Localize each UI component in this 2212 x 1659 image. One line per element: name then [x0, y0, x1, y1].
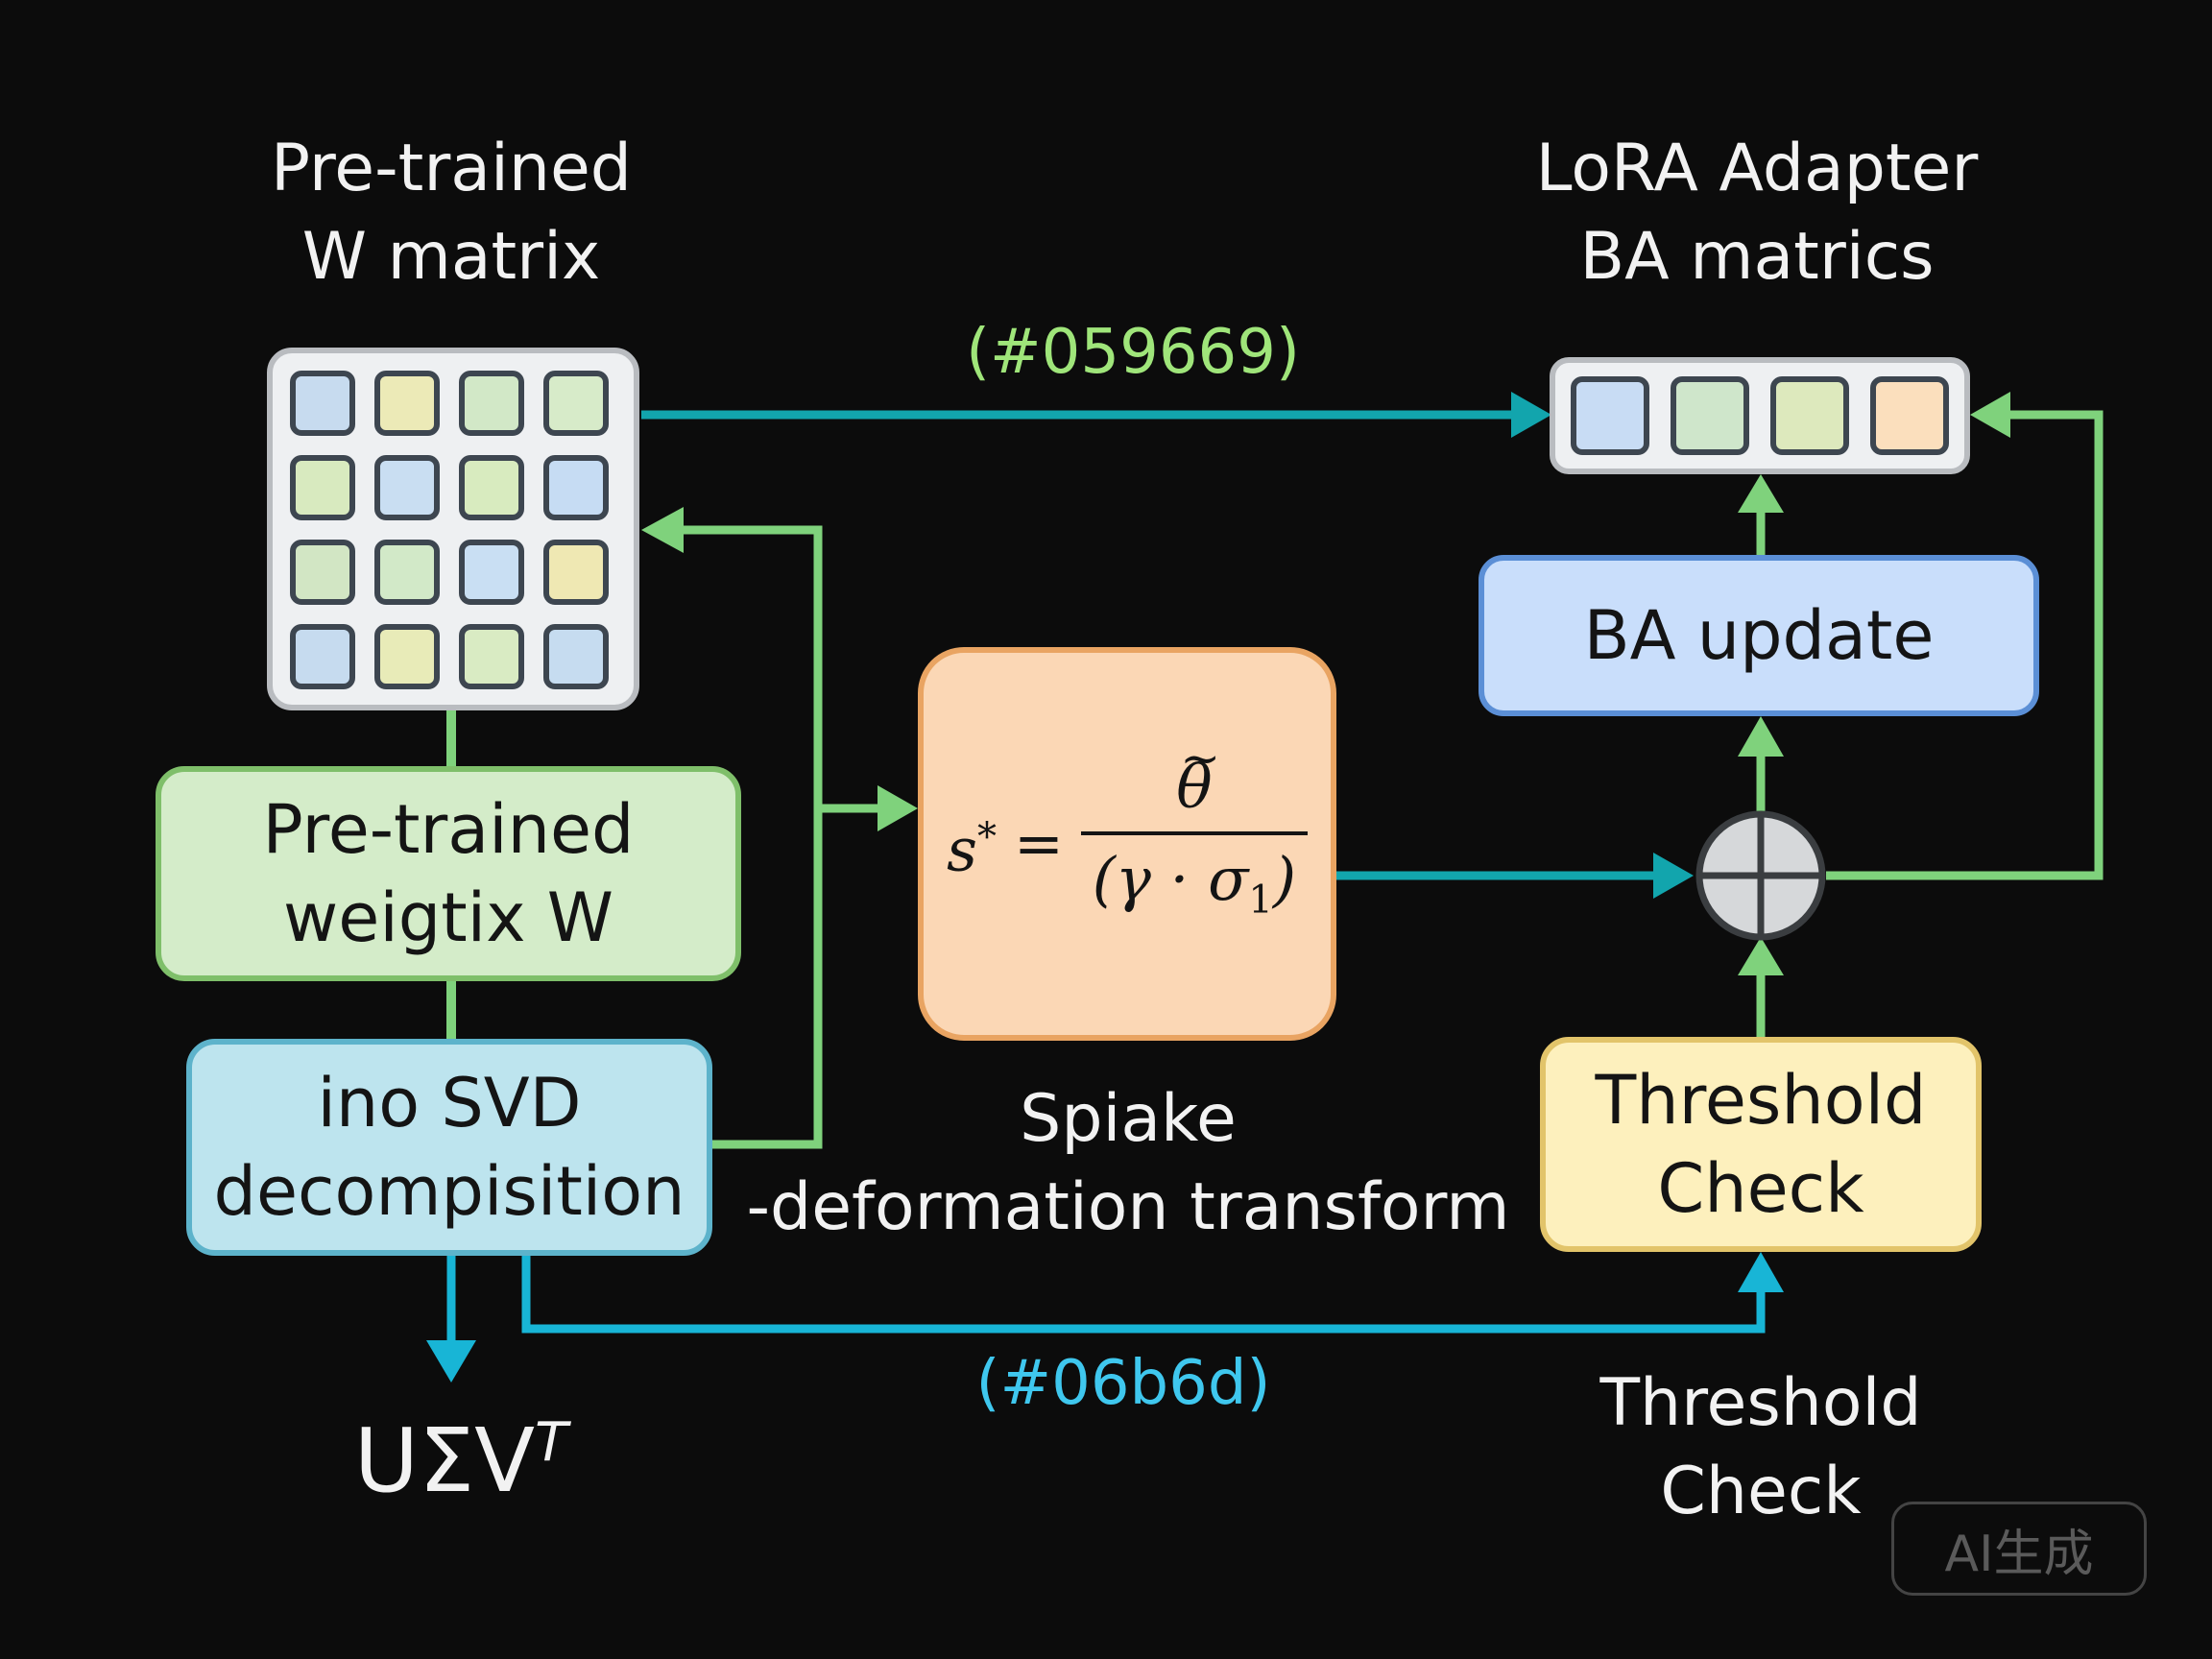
formula-lhs: s*	[947, 814, 997, 885]
matrix-cell	[459, 624, 524, 689]
adapter-cell	[1671, 376, 1749, 455]
matrix-cell	[290, 455, 355, 520]
matrix-cell	[374, 455, 440, 520]
arrowhead-usv	[426, 1340, 476, 1382]
pretrained-w-matrix	[267, 348, 639, 710]
arrow-svd-to-threshold	[521, 1256, 1766, 1334]
adapter-cell	[1770, 376, 1849, 455]
formula-equals: =	[1013, 807, 1064, 878]
spike-transform-label: Spiake -deformation transform	[746, 1081, 1510, 1245]
matrix-cell	[290, 624, 355, 689]
matrix-cell	[459, 371, 524, 436]
threshold-check-box: Threshold Check	[1540, 1037, 1982, 1252]
arrowhead-adapter-right	[1970, 392, 2010, 438]
adder-node	[1695, 810, 1826, 941]
pretrained-w-label: Pre-trained W matrix	[271, 131, 632, 295]
matrix-cell	[543, 371, 609, 436]
matrix-cell	[374, 624, 440, 689]
cyan-connector-label: (#06b6d)	[975, 1348, 1271, 1419]
threshold-check-label: Threshold Check	[1599, 1365, 1922, 1529]
arrowhead-adder-left	[1653, 853, 1694, 899]
matrix-cell	[459, 455, 524, 520]
arrowhead-threshold	[1738, 1252, 1784, 1292]
matrix-cell	[290, 371, 355, 436]
arrow-adder-to-adapter	[1826, 410, 2104, 880]
formula-tilde: ~	[1180, 731, 1221, 787]
pretrained-weights-box: Pre-trained weigtix W	[156, 766, 741, 981]
formula-denominator: (γ · σ1)	[1092, 844, 1297, 923]
arrowhead-ba-update	[1738, 716, 1784, 757]
matrix-cell	[374, 371, 440, 436]
svd-decomposition-box: ino SVD decompisition	[186, 1039, 712, 1256]
arrow-svd-to-matrix	[680, 525, 823, 1149]
arrowhead-adder-bottom	[1738, 937, 1784, 975]
formula-numerator: θ	[1176, 752, 1213, 823]
lora-adapter-matrix	[1550, 357, 1970, 474]
adapter-cell	[1571, 376, 1649, 455]
lora-adapter-label: LoRA Adapter BA matrics	[1535, 131, 1979, 295]
arrowhead-matrix	[641, 507, 684, 553]
matrix-cell	[543, 455, 609, 520]
arrowhead-adapter-bottom	[1738, 474, 1784, 513]
arrowhead-adapter-left	[1511, 392, 1551, 438]
formula-fraction: ~ θ (γ · σ1)	[1080, 731, 1308, 936]
matrix-cell	[290, 540, 355, 605]
matrix-cell	[459, 540, 524, 605]
fraction-bar	[1080, 831, 1308, 836]
matrix-cell	[543, 624, 609, 689]
ai-generated-watermark: AI生成	[1891, 1502, 2147, 1596]
green-connector-label: (#059669)	[966, 317, 1300, 388]
arrowhead-formula	[878, 785, 918, 831]
formula-box: s* = ~ θ (γ · σ1)	[918, 647, 1336, 1041]
ba-update-box: BA update	[1479, 555, 2039, 716]
matrix-cell	[543, 540, 609, 605]
matrix-cell	[374, 540, 440, 605]
adapter-cell	[1870, 376, 1949, 455]
usv-label: UΣVT	[353, 1409, 568, 1512]
